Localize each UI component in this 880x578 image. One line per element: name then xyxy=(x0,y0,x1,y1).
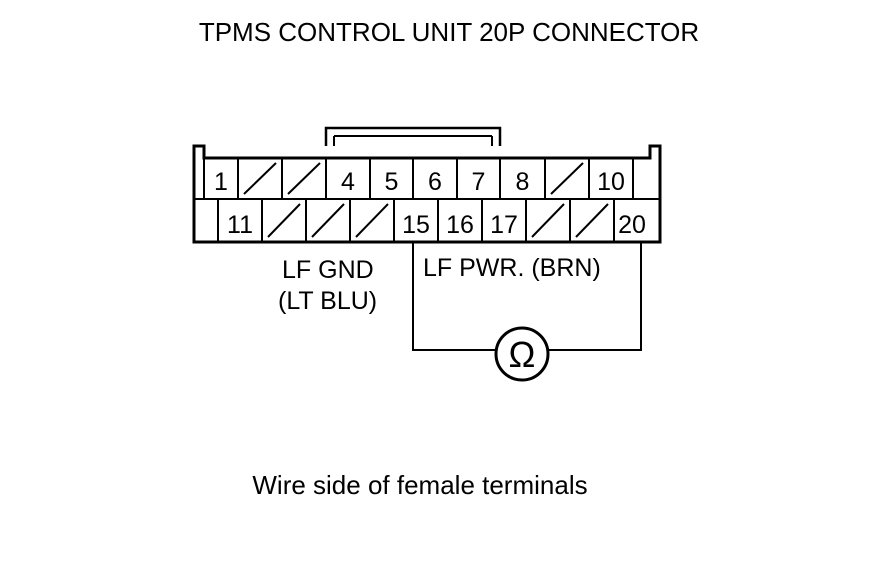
empty-cavity-slash xyxy=(287,162,321,195)
bottom-cell-3 xyxy=(305,199,345,242)
ohm-symbol: Ω xyxy=(509,334,536,375)
pin-number-8: 8 xyxy=(516,168,530,196)
lt-blu-label: (LT BLU) xyxy=(278,287,377,315)
top-cell-4: 4 xyxy=(325,158,355,199)
wire-side-caption: Wire side of female terminals xyxy=(252,470,587,500)
pin-number-16: 16 xyxy=(446,211,474,239)
connector-lock-tab xyxy=(324,126,502,146)
top-cell-8: 8 xyxy=(499,158,530,199)
bottom-cell-10: 20 xyxy=(613,199,646,242)
top-cell-6: 6 xyxy=(412,158,442,199)
empty-cavity-slash xyxy=(267,203,301,238)
connector-housing xyxy=(192,144,662,244)
bottom-cell-7: 17 xyxy=(481,199,518,242)
pin-number-10: 10 xyxy=(597,168,625,196)
bottom-cell-2 xyxy=(261,199,301,242)
top-cell-1: 1 xyxy=(203,158,228,199)
bottom-cell-4 xyxy=(349,199,389,242)
connector-top-row: 1 4 5 6 7 8 10 xyxy=(203,158,634,199)
bottom-cell-8 xyxy=(525,199,565,242)
pin-number-17: 17 xyxy=(490,211,518,239)
pin-number-11: 11 xyxy=(227,211,253,239)
empty-cavity-slash xyxy=(355,203,389,238)
bottom-cell-6: 16 xyxy=(437,199,474,242)
pin-number-6: 6 xyxy=(428,168,442,196)
top-cell-5: 5 xyxy=(369,158,399,199)
empty-cavity-slash xyxy=(531,203,565,238)
top-cell-7: 7 xyxy=(456,158,486,199)
pin-number-4: 4 xyxy=(341,168,355,196)
top-cell-3 xyxy=(281,158,321,199)
diagram-title: TPMS CONTROL UNIT 20P CONNECTOR xyxy=(199,17,699,47)
pin-number-5: 5 xyxy=(385,168,399,196)
empty-cavity-slash xyxy=(311,203,345,238)
pin-number-1: 1 xyxy=(214,168,228,196)
meter-lead-right xyxy=(549,242,642,351)
bottom-cell-5: 15 xyxy=(393,199,430,242)
lf-pwr-label: LF PWR. (BRN) xyxy=(423,254,601,282)
pin-number-20: 20 xyxy=(618,211,646,239)
bottom-cell-9 xyxy=(569,199,609,242)
top-cell-10: 10 xyxy=(588,158,625,199)
bottom-cell-1: 11 xyxy=(217,199,253,242)
empty-cavity-slash xyxy=(550,162,584,195)
empty-cavity-slash xyxy=(243,162,277,195)
lf-gnd-label: LF GND xyxy=(282,256,374,284)
meter-lead-left xyxy=(412,242,495,351)
empty-cavity-slash xyxy=(575,203,609,238)
top-cell-9 xyxy=(544,158,584,199)
pin-number-15: 15 xyxy=(402,211,430,239)
top-cell-2 xyxy=(237,158,277,199)
pin-number-7: 7 xyxy=(472,168,486,196)
ohmmeter-circle xyxy=(494,326,550,382)
connector-bottom-row: 11 15 16 17 20 xyxy=(217,199,646,242)
